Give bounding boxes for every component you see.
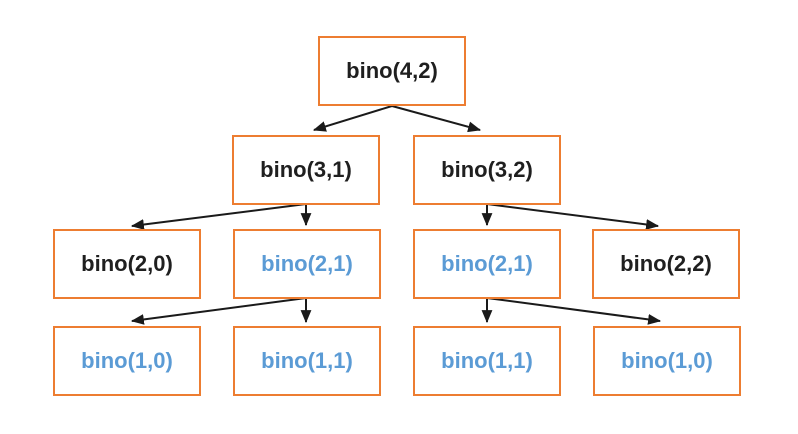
node-bino-1-1-left: bino(1,1) <box>233 326 381 396</box>
node-bino-2-1-left: bino(2,1) <box>233 229 381 299</box>
edge-n5-n10-arrow <box>486 297 662 325</box>
node-bino-2-2: bino(2,2) <box>592 229 740 299</box>
edge-n0-n1-arrow <box>312 105 393 132</box>
node-bino-3-1: bino(3,1) <box>232 135 380 205</box>
edge-n2-n6-arrow <box>486 203 660 230</box>
node-bino-2-0: bino(2,0) <box>53 229 201 299</box>
node-bino-1-0-left: bino(1,0) <box>53 326 201 396</box>
node-bino-4-2: bino(4,2) <box>318 36 466 106</box>
node-bino-2-1-right: bino(2,1) <box>413 229 561 299</box>
node-bino-1-0-right: bino(1,0) <box>593 326 741 396</box>
node-bino-1-1-right: bino(1,1) <box>413 326 561 396</box>
node-bino-3-2: bino(3,2) <box>413 135 561 205</box>
edge-n1-n3-arrow <box>130 203 307 230</box>
edge-n4-n7-arrow <box>130 297 307 325</box>
edge-n0-n2-arrow <box>391 105 482 133</box>
